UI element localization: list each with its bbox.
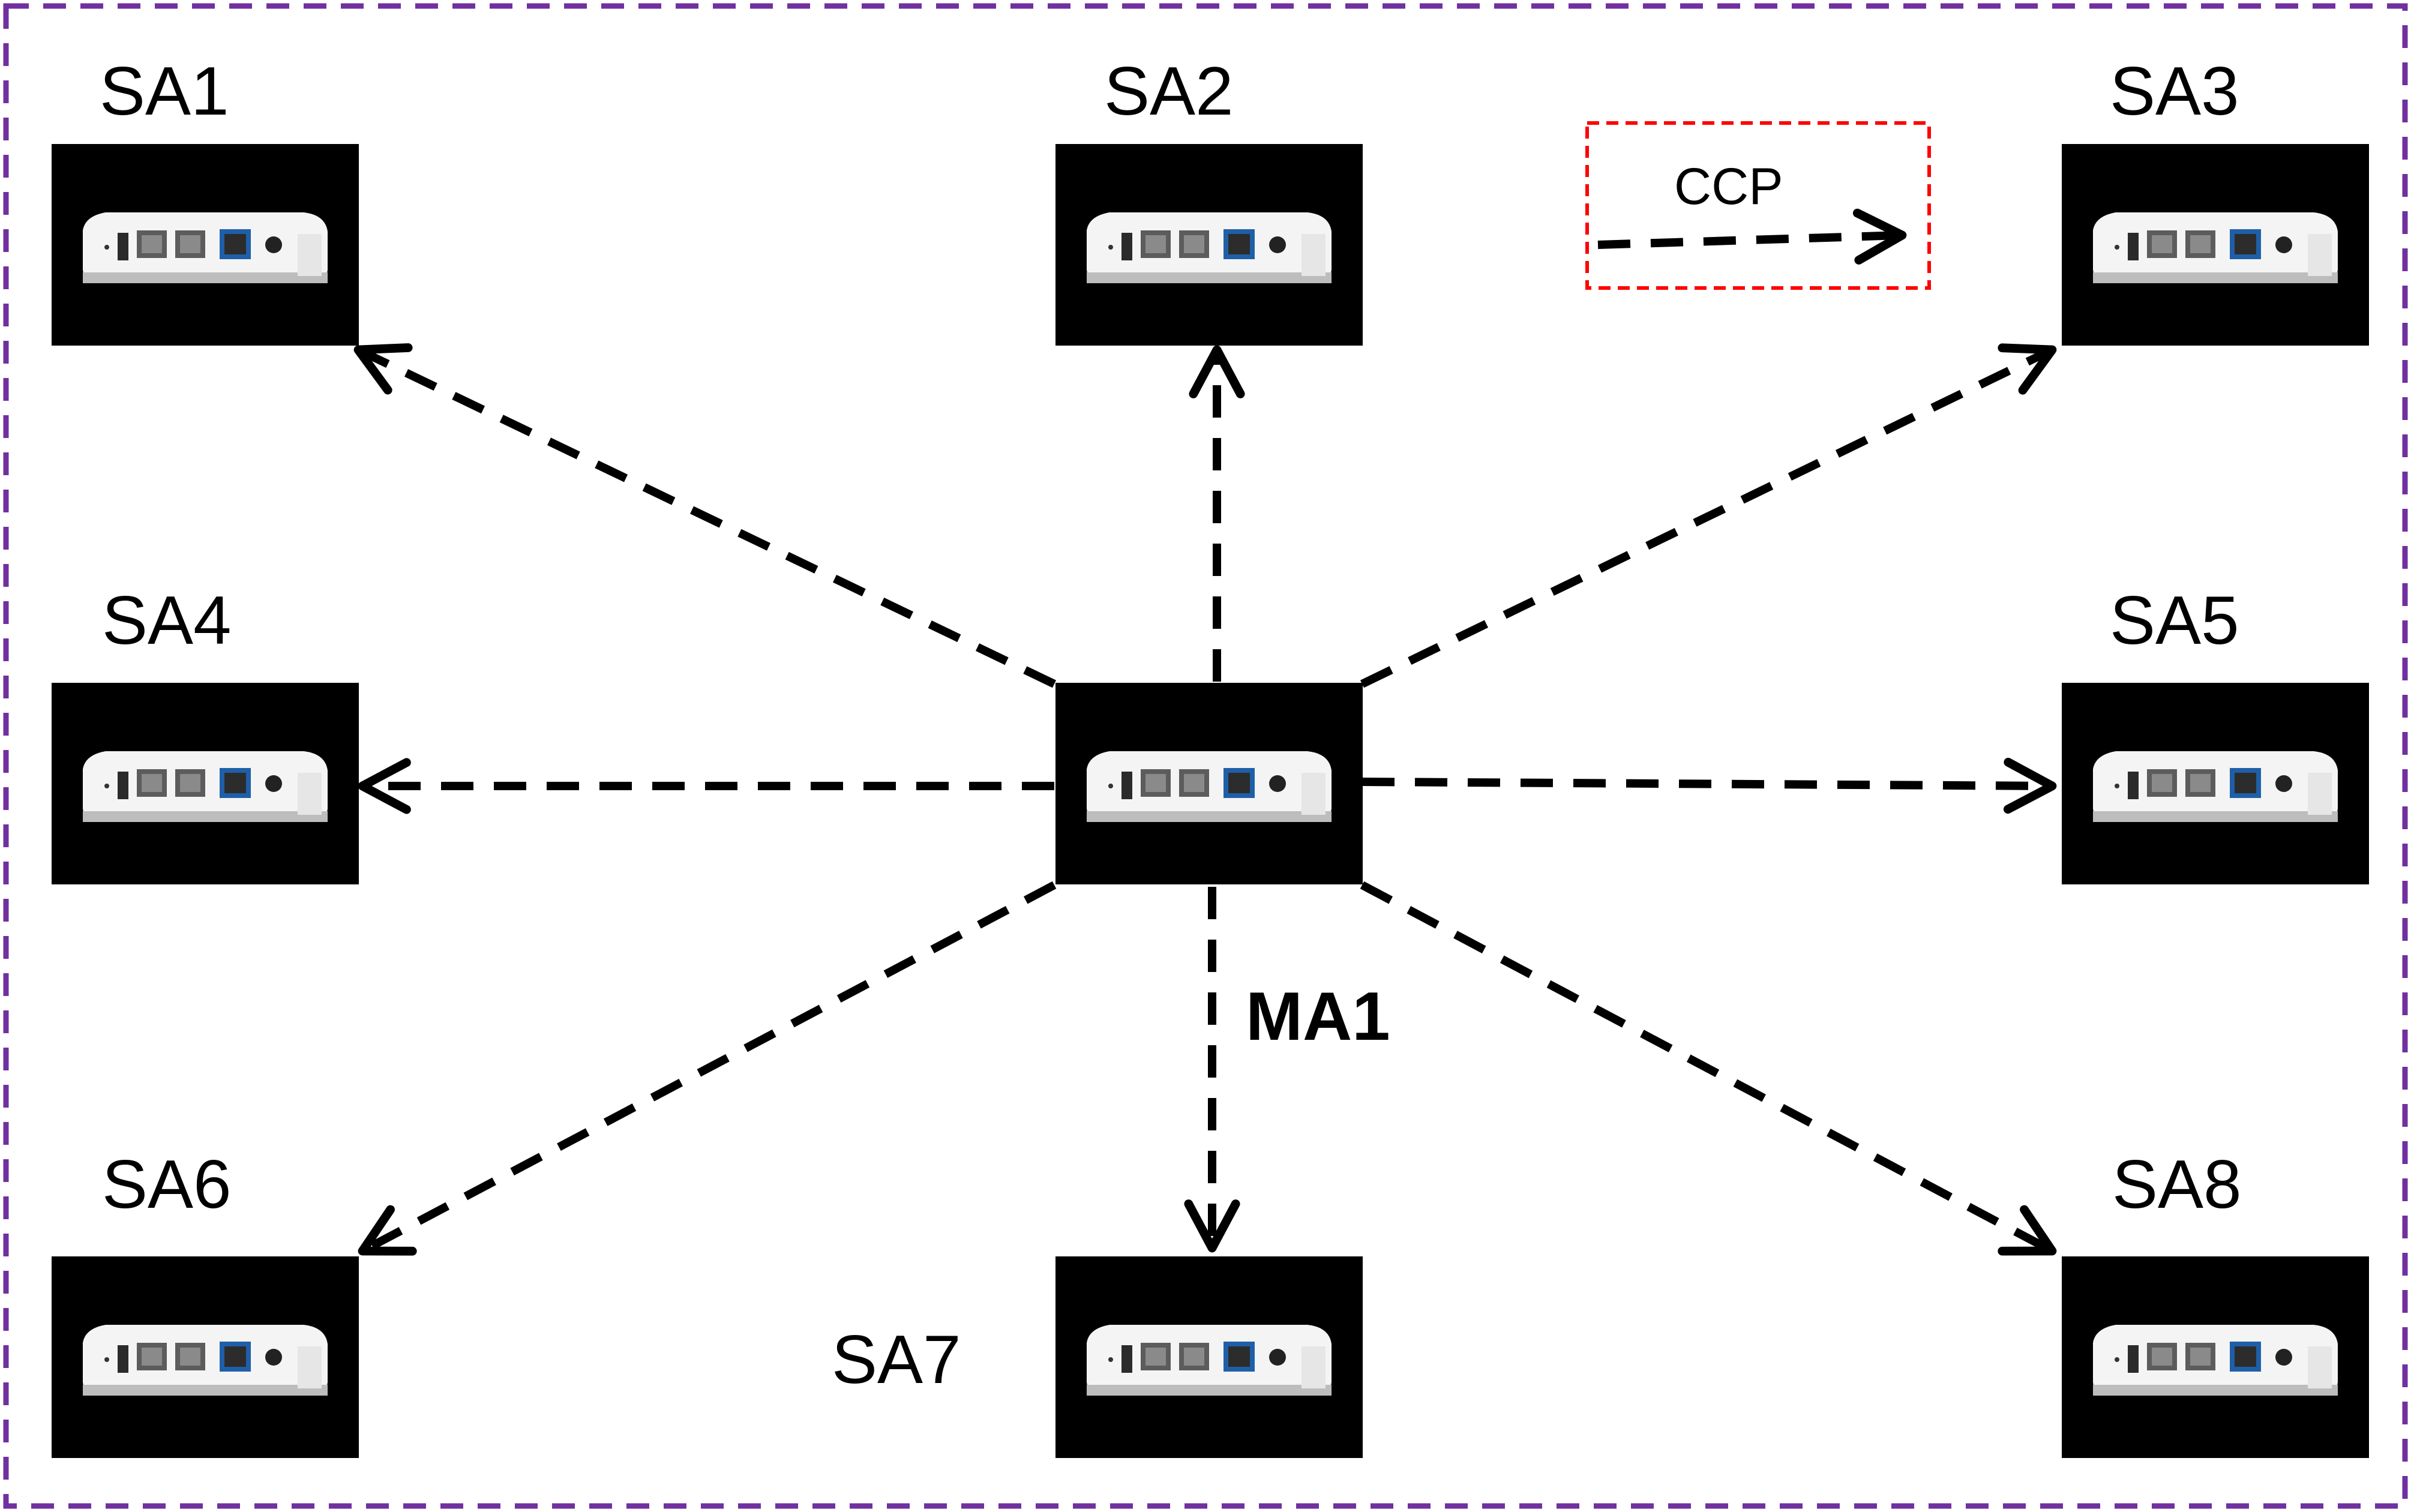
edge-ma1-sa1 xyxy=(353,343,1057,688)
node-label-sa2: SA2 xyxy=(1104,53,1234,130)
router-icon-sa3 xyxy=(2062,144,2369,346)
outer-frame xyxy=(3,3,2408,1509)
legend-label: CCP xyxy=(1674,158,1783,215)
edge-ma1-sa5 xyxy=(1362,758,2057,814)
router-icon-sa6 xyxy=(52,1256,359,1458)
node-label-sa7: SA7 xyxy=(832,1322,961,1398)
router-icon-sa1 xyxy=(52,144,359,346)
node-label-sa3: SA3 xyxy=(2110,53,2239,130)
legend-arrow xyxy=(1597,208,1907,265)
node-label-sa5: SA5 xyxy=(2110,583,2239,659)
node-label-sa6: SA6 xyxy=(102,1147,232,1223)
router-icon-sa7 xyxy=(1055,1256,1363,1458)
node-label-ma1: MA1 xyxy=(1246,979,1390,1055)
node-label-sa1: SA1 xyxy=(100,53,229,130)
router-icon-sa2 xyxy=(1055,144,1363,346)
router-icon-ma1 xyxy=(1055,683,1363,884)
legend-box xyxy=(1585,121,1931,290)
edges xyxy=(353,343,2057,1256)
edge-ma1-sa3 xyxy=(1360,343,2057,688)
router-icon-sa4 xyxy=(52,683,359,884)
edge-ma1-sa6 xyxy=(358,881,1057,1256)
router-icon-sa8 xyxy=(2062,1256,2369,1458)
node-label-sa8: SA8 xyxy=(2112,1147,2242,1223)
router-icon-sa5 xyxy=(2062,683,2369,884)
edge-ma1-sa8 xyxy=(1360,881,2057,1256)
node-label-sa4: SA4 xyxy=(102,583,232,659)
